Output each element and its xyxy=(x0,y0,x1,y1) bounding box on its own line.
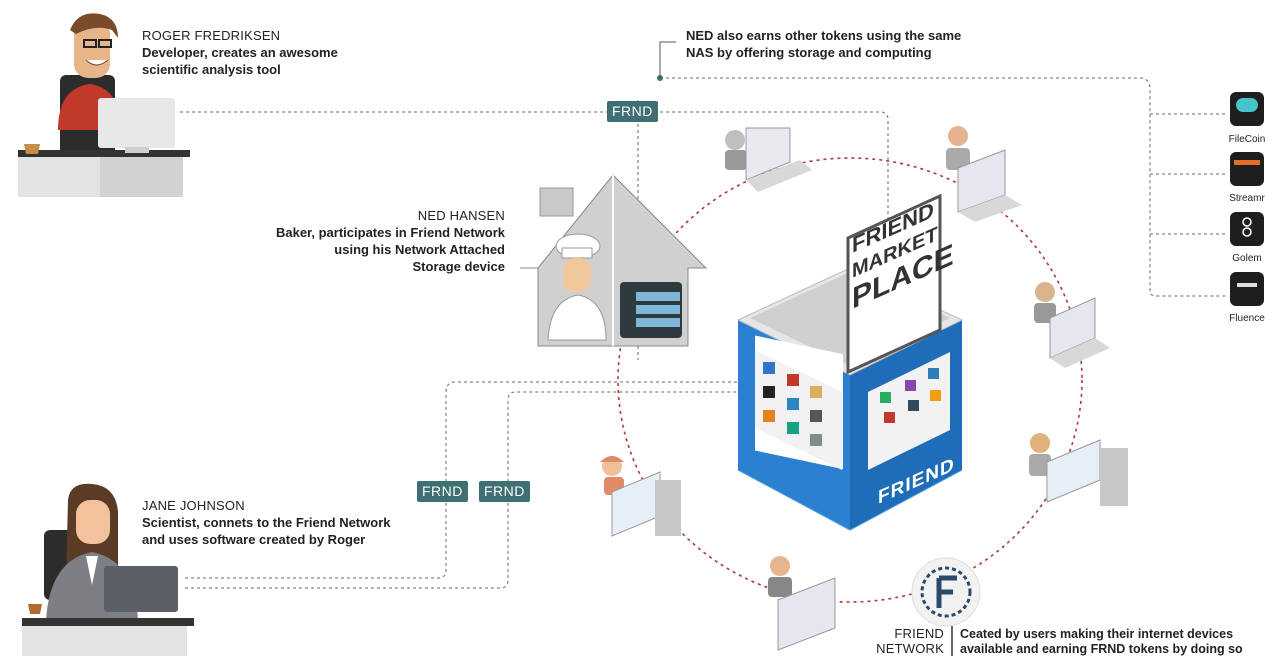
token-icons xyxy=(1230,92,1264,306)
footer-caption-line2: available and earning FRND tokens by doi… xyxy=(960,642,1243,656)
roger-desc-line1: Developer, creates an awesome xyxy=(142,45,338,60)
device-laptop-2 xyxy=(946,126,1022,222)
network-ring xyxy=(617,157,1083,603)
roger-name: ROGER FREDRIKSEN xyxy=(142,28,281,43)
device-laptop-1 xyxy=(725,127,812,192)
golem-icon xyxy=(1230,212,1264,246)
token-label-streamr: Streamr xyxy=(1229,193,1265,204)
fluence-icon xyxy=(1230,272,1264,306)
roger-desc-line2: scientific analysis tool xyxy=(142,62,281,77)
ned-note-line1: NED also earns other tokens using the sa… xyxy=(686,28,962,43)
kiosk-app-tiles xyxy=(763,362,941,446)
device-laptop-3 xyxy=(1034,282,1110,368)
token-label-golem: Golem xyxy=(1232,253,1262,264)
ned-house xyxy=(520,174,708,347)
ned-desc-line2: using his Network Attached xyxy=(334,242,505,257)
footer-network-line2: NETWORK xyxy=(876,641,944,656)
device-desktop-2 xyxy=(600,456,681,537)
frnd-badge-right: FRND xyxy=(479,481,530,502)
jane-illustration xyxy=(22,483,194,656)
streamr-icon xyxy=(1230,152,1264,186)
footer-network-line1: FRIEND xyxy=(894,626,944,641)
jane-desc-line2: and uses software created by Roger xyxy=(142,532,366,547)
roger-illustration xyxy=(18,13,190,197)
ned-note-line2: NAS by offering storage and computing xyxy=(686,45,932,60)
friend-network-logo xyxy=(911,557,981,627)
jane-name: JANE JOHNSON xyxy=(142,498,245,513)
device-desktop-3 xyxy=(768,556,836,651)
token-label-fluence: Fluence xyxy=(1229,313,1265,324)
ring-devices xyxy=(600,126,1128,651)
filecoin-icon xyxy=(1230,92,1264,126)
ned-note-leader xyxy=(659,41,676,78)
frnd-badge-left: FRND xyxy=(417,481,468,502)
ned-name: NED HANSEN xyxy=(417,208,505,223)
footer-caption-line1: Ceated by users making their internet de… xyxy=(960,627,1234,641)
ned-desc-line3: Storage device xyxy=(412,259,506,274)
token-label-filecoin: FileCoin xyxy=(1228,134,1266,145)
jane-desc-line1: Scientist, connets to the Friend Network xyxy=(142,515,391,530)
frnd-badge-top: FRND xyxy=(607,101,658,122)
device-desktop-1 xyxy=(1029,433,1128,506)
ned-desc-line1: Baker, participates in Friend Network xyxy=(275,225,505,240)
jane-connector-2 xyxy=(185,391,740,589)
